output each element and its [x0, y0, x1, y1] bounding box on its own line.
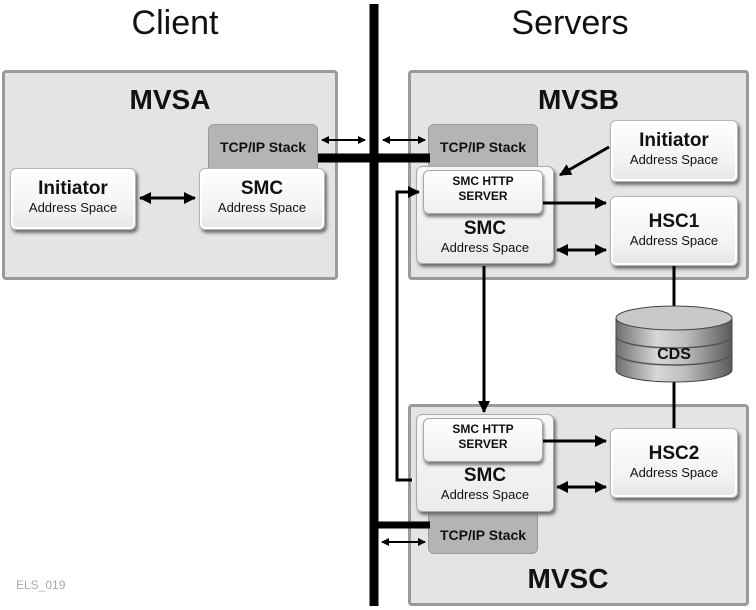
- mvsb-smc-sub: Address Space: [440, 240, 530, 255]
- mvsa-smc-title: SMC: [240, 178, 284, 199]
- figure-id: ELS_019: [16, 578, 66, 592]
- mvsb-hsc1-box: HSC1 Address Space: [610, 196, 738, 266]
- client-heading: Client: [131, 4, 219, 42]
- mvsb-initiator-title: Initiator: [639, 130, 709, 151]
- mvsa-initiator-box: Initiator Address Space: [10, 168, 136, 230]
- mvsb-http-line1: SMC HTTP: [452, 174, 514, 188]
- mvsb-smc-title: SMC: [463, 218, 507, 239]
- mvsc-hsc2-title: HSC2: [648, 443, 700, 464]
- mvsc-hsc2-box: HSC2 Address Space: [610, 428, 738, 498]
- mvsc-smc-title: SMC: [463, 465, 507, 486]
- mvsc-smc-to-mvsb-http-arrow: [395, 186, 420, 482]
- mvsb-http-server: SMC HTTP SERVER: [423, 170, 543, 214]
- mvsc-tcp-label: TCP/IP Stack: [439, 527, 527, 543]
- mvsb-tcp-label: TCP/IP Stack: [439, 139, 527, 155]
- mvsc-http-line2: SERVER: [458, 437, 508, 451]
- cds-label: CDS: [657, 346, 691, 363]
- mvsc-title: MVSC: [527, 563, 609, 594]
- mvsb-initiator-box: Initiator Address Space: [610, 120, 738, 182]
- cds-database-icon: [615, 305, 733, 383]
- mvsc-hsc2-sub: Address Space: [629, 465, 719, 480]
- mvsc-smc-sub: Address Space: [440, 487, 530, 502]
- mvsb-smc-labels: SMC Address Space: [416, 218, 554, 255]
- mvsa-initiator-sub: Address Space: [28, 200, 118, 215]
- mvsc-tcp-stack: TCP/IP Stack: [428, 508, 538, 554]
- mvsc-http-server: SMC HTTP SERVER: [423, 418, 543, 462]
- mvsb-initiator-sub: Address Space: [629, 152, 719, 167]
- mvsa-smc-box: SMC Address Space: [199, 168, 325, 230]
- mvsa-title: MVSA: [129, 84, 211, 115]
- servers-heading: Servers: [511, 4, 629, 42]
- mvsa-initiator-title: Initiator: [38, 178, 108, 199]
- mvsa-tcp-label: TCP/IP Stack: [219, 139, 307, 155]
- mvsc-smc-labels: SMC Address Space: [416, 465, 554, 502]
- mvsa-smc-sub: Address Space: [217, 200, 307, 215]
- mvsc-http-line1: SMC HTTP: [452, 422, 514, 436]
- mvsb-title: MVSB: [538, 84, 619, 115]
- mvsb-http-line2: SERVER: [458, 189, 508, 203]
- mvsb-hsc1-title: HSC1: [648, 211, 700, 232]
- mvsb-hsc1-sub: Address Space: [629, 233, 719, 248]
- mvsb-initiator-smc-arrow: [559, 145, 610, 177]
